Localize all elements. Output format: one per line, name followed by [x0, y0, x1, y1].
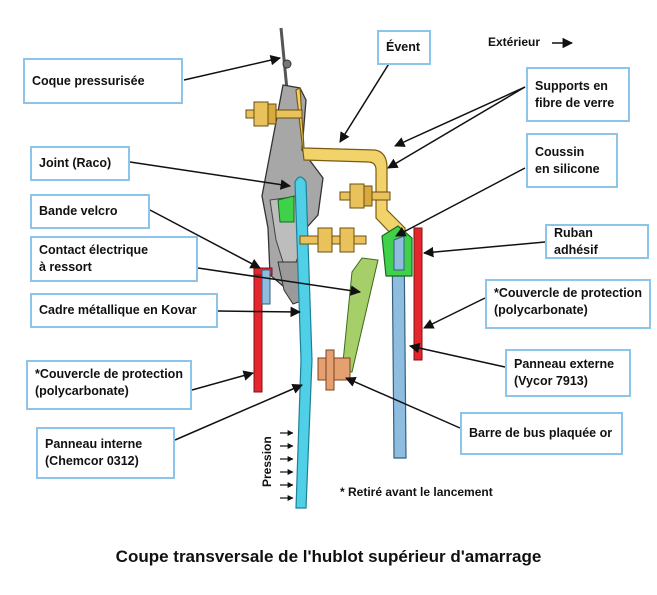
outer-protective-cover: [413, 227, 423, 361]
bolt-lower: [299, 227, 367, 253]
raco-seal: [277, 195, 295, 223]
outer-pane-edge: [393, 235, 405, 271]
label-barre-bus: Barre de bus plaquée or: [460, 412, 623, 455]
bolt-middle: [339, 183, 391, 209]
leader-coque: [183, 54, 282, 81]
leader-barre: [345, 376, 461, 429]
label-joint: Joint (Raco): [30, 146, 130, 181]
bolt-upper: [245, 101, 303, 127]
label-couvercle-right: *Couvercle de protection (polycarbonate): [485, 279, 651, 329]
bus-bar: [341, 257, 379, 373]
inner-pane: [294, 176, 313, 509]
label-coussin-silicone: Coussin en silicone: [526, 133, 618, 188]
diagram-caption: Coupe transversale de l'hublot supérieur…: [115, 547, 542, 566]
leader-supports-1: [394, 86, 526, 147]
leader-couvercle-right: [423, 297, 486, 329]
pressure-arrows: [280, 430, 294, 501]
leader-panneau-interne: [174, 383, 303, 441]
label-supports-fibre: Supports en fibre de verre: [526, 67, 630, 122]
leader-event: [339, 61, 391, 143]
leader-ruban: [422, 241, 546, 258]
pressure-hull: [261, 27, 324, 305]
leader-velcro: [149, 209, 261, 269]
pressure-label: Pression: [260, 436, 274, 487]
leader-couvercle-left: [191, 370, 255, 391]
label-couvercle-left: *Couvercle de protection (polycarbonate): [26, 360, 192, 410]
kovar-frame: [317, 349, 351, 391]
exterior-label: Extérieur: [488, 35, 541, 49]
label-panneau-interne: Panneau interne (Chemcor 0312): [36, 427, 175, 479]
leader-coussin: [395, 167, 526, 237]
velcro-strip: [261, 269, 271, 305]
footnote: * Retiré avant le lancement: [340, 485, 493, 499]
leader-cadre: [217, 306, 302, 318]
leader-supports-2: [387, 86, 526, 169]
label-bande-velcro: Bande velcro: [30, 194, 150, 229]
label-ruban-adhesif: Ruban adhésif: [545, 224, 649, 259]
label-coque-pressurisee: Coque pressurisée: [23, 58, 183, 104]
leader-panneau-externe: [408, 342, 506, 368]
label-panneau-externe: Panneau externe (Vycor 7913): [505, 349, 631, 397]
label-cadre-kovar: Cadre métallique en Kovar: [30, 293, 218, 328]
label-contact-electrique: Contact électrique à ressort: [30, 236, 198, 282]
label-event: Évent: [377, 30, 431, 65]
leader-joint: [129, 161, 292, 190]
leader-contact: [197, 267, 362, 296]
